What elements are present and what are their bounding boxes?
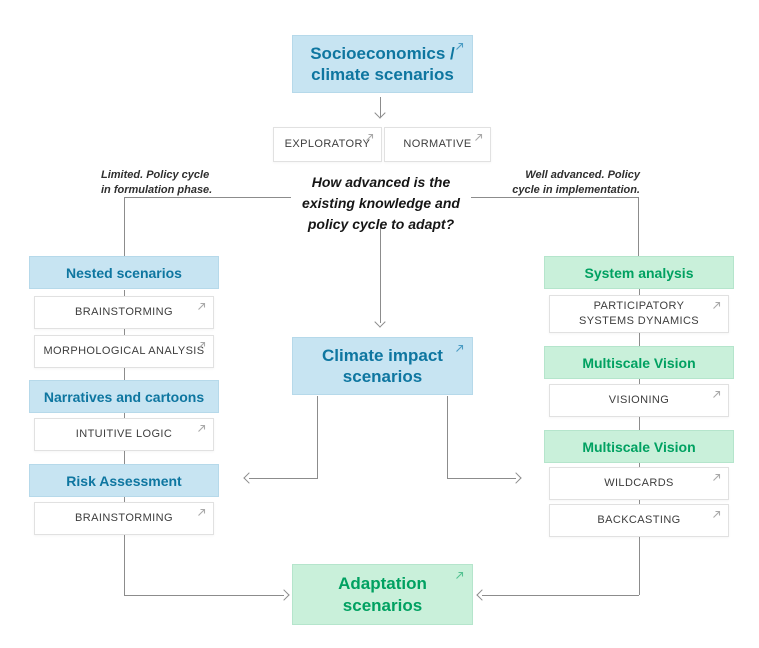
node-visioning[interactable]: VISIONING bbox=[549, 384, 729, 417]
arrowhead-left-icon bbox=[476, 589, 488, 601]
node-label: BACKCASTING bbox=[597, 514, 681, 527]
connector-line bbox=[482, 595, 639, 596]
arrowhead-down-icon bbox=[374, 107, 386, 119]
node-label: Socioeconomics / climate scenarios bbox=[310, 43, 455, 84]
node-wildcards[interactable]: WILDCARDS bbox=[549, 467, 729, 500]
node-multiscale-vision-1: Multiscale Vision bbox=[544, 346, 734, 379]
node-label: BRAINSTORMING bbox=[75, 306, 173, 319]
node-socioeconomics-climate-scenarios[interactable]: Socioeconomics / climate scenarios bbox=[292, 35, 473, 93]
connector-line bbox=[639, 379, 640, 384]
connector-line bbox=[249, 478, 318, 479]
external-link-icon bbox=[198, 508, 206, 516]
branch-label-right: Well advanced. Policy cycle in implement… bbox=[512, 169, 640, 197]
external-link-icon bbox=[456, 571, 464, 579]
connector-line bbox=[639, 537, 640, 595]
node-system-analysis: System analysis bbox=[544, 256, 734, 289]
node-nested-scenarios: Nested scenarios bbox=[29, 256, 219, 289]
external-link-icon bbox=[475, 133, 483, 141]
external-link-icon bbox=[198, 302, 206, 310]
node-narratives-and-cartoons: Narratives and cartoons bbox=[29, 380, 219, 413]
node-label: EXPLORATORY bbox=[284, 138, 371, 151]
node-label: WILDCARDS bbox=[604, 477, 674, 490]
node-backcasting[interactable]: BACKCASTING bbox=[549, 504, 729, 537]
node-intuitive-logic[interactable]: INTUITIVE LOGIC bbox=[34, 418, 214, 451]
connector-line bbox=[124, 535, 125, 595]
node-label: Nested scenarios bbox=[66, 264, 182, 281]
external-link-icon bbox=[713, 473, 721, 481]
connector-line bbox=[124, 197, 291, 198]
connector-line bbox=[638, 197, 639, 256]
node-risk-assessment: Risk Assessment bbox=[29, 464, 219, 497]
node-multiscale-vision-2: Multiscale Vision bbox=[544, 430, 734, 463]
connector-line bbox=[124, 329, 125, 335]
node-label: MORPHOLOGICAL ANALYSIS bbox=[43, 345, 205, 358]
external-link-icon bbox=[713, 390, 721, 398]
connector-line bbox=[124, 595, 284, 596]
node-label: BRAINSTORMING bbox=[75, 512, 173, 525]
arrowhead-right-icon bbox=[510, 472, 522, 484]
question-text: How advanced is the existing knowledge a… bbox=[302, 174, 460, 232]
external-link-icon bbox=[198, 424, 206, 432]
connector-line bbox=[124, 197, 125, 256]
connector-line bbox=[447, 396, 448, 478]
node-label: NORMATIVE bbox=[403, 138, 472, 151]
connector-line bbox=[639, 289, 640, 295]
connector-line bbox=[124, 413, 125, 418]
node-label: Adaptation scenarios bbox=[338, 574, 427, 615]
node-label: Risk Assessment bbox=[66, 472, 182, 489]
node-label: VISIONING bbox=[608, 394, 670, 407]
node-label: Narratives and cartoons bbox=[43, 388, 205, 405]
external-link-icon bbox=[456, 42, 464, 50]
connector-line bbox=[447, 478, 516, 479]
arrowhead-left-icon bbox=[243, 472, 255, 484]
connector-line bbox=[124, 497, 125, 502]
connector-line bbox=[124, 451, 125, 464]
node-climate-impact-scenarios[interactable]: Climate impact scenarios bbox=[292, 337, 473, 395]
node-normative[interactable]: NORMATIVE bbox=[384, 127, 491, 162]
connector-line bbox=[471, 197, 638, 198]
connector-line bbox=[380, 225, 381, 323]
node-adaptation-scenarios[interactable]: Adaptation scenarios bbox=[292, 564, 473, 625]
branch-label-left: Limited. Policy cycle in formulation pha… bbox=[101, 169, 213, 197]
node-brainstorming-2[interactable]: BRAINSTORMING bbox=[34, 502, 214, 535]
arrowhead-right-icon bbox=[278, 589, 290, 601]
connector-line bbox=[124, 368, 125, 380]
node-label: INTUITIVE LOGIC bbox=[75, 428, 173, 441]
node-label: Multiscale Vision bbox=[582, 354, 696, 371]
external-link-icon bbox=[713, 510, 721, 518]
connector-line bbox=[124, 290, 125, 296]
external-link-icon bbox=[366, 133, 374, 141]
connector-line bbox=[639, 463, 640, 467]
node-label: System analysis bbox=[584, 264, 694, 281]
connector-line bbox=[380, 97, 381, 117]
connector-line bbox=[639, 333, 640, 346]
node-label: Multiscale Vision bbox=[582, 438, 696, 455]
node-participatory-systems-dynamics[interactable]: PARTICIPATORY SYSTEMS DYNAMICS bbox=[549, 295, 729, 333]
connector-line bbox=[639, 417, 640, 430]
node-morphological-analysis[interactable]: MORPHOLOGICAL ANALYSIS bbox=[34, 335, 214, 368]
node-label: PARTICIPATORY SYSTEMS DYNAMICS bbox=[578, 300, 700, 327]
node-label: Climate impact scenarios bbox=[322, 345, 443, 386]
arrowhead-down-icon bbox=[374, 316, 386, 328]
node-brainstorming-1[interactable]: BRAINSTORMING bbox=[34, 296, 214, 329]
connector-line bbox=[639, 500, 640, 504]
external-link-icon bbox=[198, 341, 206, 349]
node-exploratory[interactable]: EXPLORATORY bbox=[273, 127, 382, 162]
external-link-icon bbox=[713, 301, 721, 309]
external-link-icon bbox=[456, 344, 464, 352]
connector-line bbox=[317, 396, 318, 478]
